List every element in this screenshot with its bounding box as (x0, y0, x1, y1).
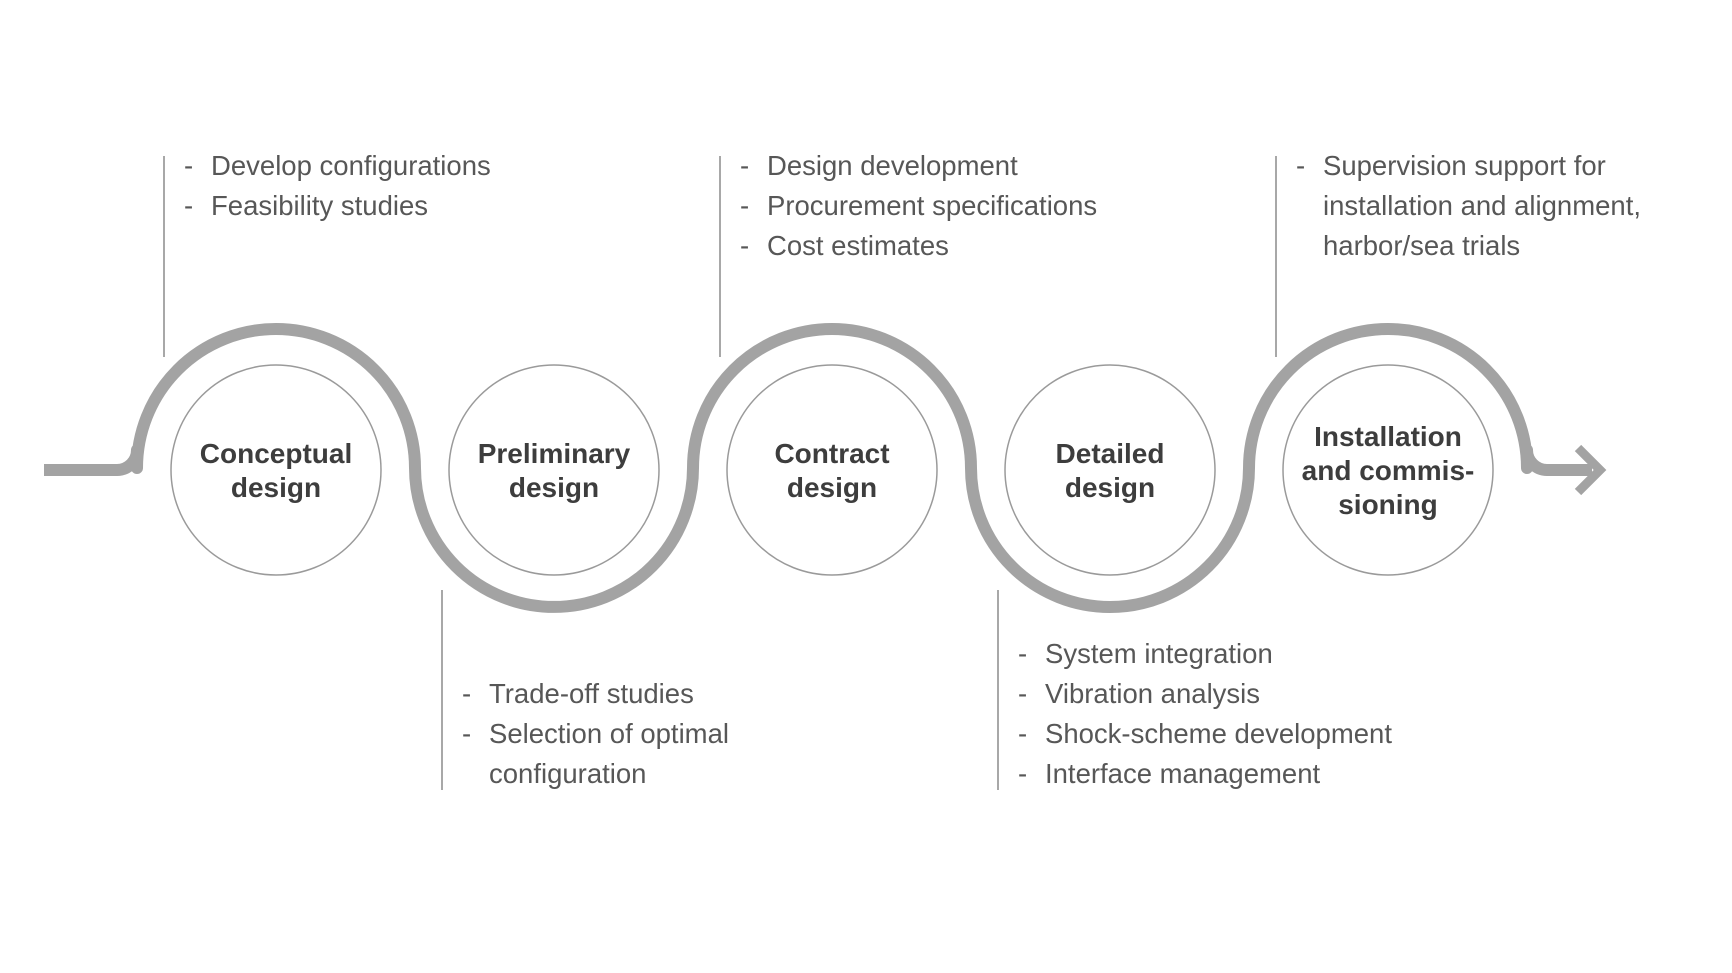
bullet-dash: - (184, 150, 193, 181)
bullet-dash: - (1296, 150, 1305, 181)
bullet-dash: - (1018, 758, 1027, 789)
stage-label: Conceptual (200, 438, 352, 469)
note-item-text: Procurement specifications (767, 190, 1097, 221)
stage-note-bottom: -System integration-Vibration analysis-S… (997, 590, 1392, 790)
note-item-text: Supervision support for (1323, 150, 1606, 181)
stage-label: design (509, 472, 599, 503)
stage-circle (448, 364, 660, 576)
stage-circle (1282, 364, 1494, 576)
stage-note-top: -Supervision support for installation and… (1275, 150, 1641, 357)
note-item-text: Selection of optimal (489, 718, 729, 749)
bullet-dash: - (740, 150, 749, 181)
note-item-text: Vibration analysis (1045, 678, 1260, 709)
bullet-dash: - (740, 230, 749, 261)
process-flow-path (44, 323, 1592, 613)
note-item-text: harbor/sea trials (1323, 230, 1520, 261)
bullet-dash: - (740, 190, 749, 221)
note-item-text: Trade-off studies (489, 678, 694, 709)
bullet-dash: - (1018, 638, 1027, 669)
note-item-text: Cost estimates (767, 230, 949, 261)
note-item-text: Interface management (1045, 758, 1321, 789)
stages-layer: ConceptualdesignPreliminarydesignContrac… (170, 364, 1494, 576)
stage-label: design (231, 472, 321, 503)
stage-note-top: -Design development-Procurement specific… (719, 150, 1097, 357)
bullet-dash: - (462, 678, 471, 709)
stage-circle (1004, 364, 1216, 576)
stage-label: design (1065, 472, 1155, 503)
stage-label: sioning (1338, 489, 1438, 520)
stage-label: Installation (1314, 421, 1462, 452)
stage-note-bottom: -Trade-off studies-Selection of optimal c… (441, 590, 729, 790)
stage-label: Contract (774, 438, 889, 469)
stage-circle (170, 364, 382, 576)
note-item-text: configuration (489, 758, 646, 789)
note-item-text: Develop configurations (211, 150, 491, 181)
note-item-text: installation and alignment, (1323, 190, 1641, 221)
stage-label: Preliminary (478, 438, 631, 469)
arrow-head-icon (1574, 444, 1607, 496)
note-item-text: Shock-scheme development (1045, 718, 1392, 749)
stage-label: Detailed (1056, 438, 1165, 469)
bullet-dash: - (462, 718, 471, 749)
stage-label: and commis- (1302, 455, 1475, 486)
stage-label: design (787, 472, 877, 503)
stage-note-top: -Develop configurations-Feasibility stud… (163, 150, 491, 357)
bullet-dash: - (1018, 718, 1027, 749)
bullet-dash: - (184, 190, 193, 221)
bullet-dash: - (1018, 678, 1027, 709)
stage-circle (726, 364, 938, 576)
note-item-text: Feasibility studies (211, 190, 428, 221)
notes-layer: -Develop configurations-Feasibility stud… (163, 150, 1641, 790)
note-item-text: Design development (767, 150, 1018, 181)
note-item-text: System integration (1045, 638, 1273, 669)
